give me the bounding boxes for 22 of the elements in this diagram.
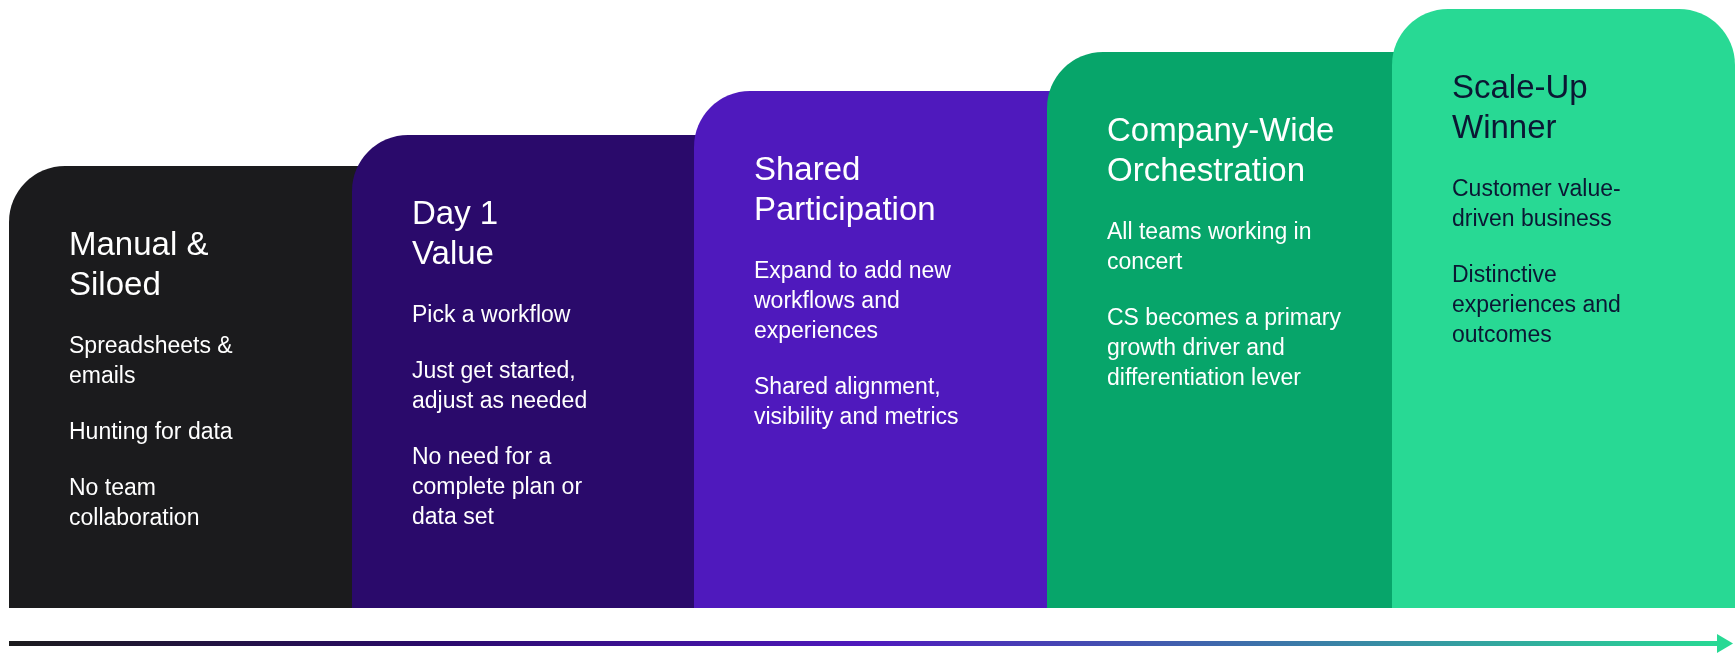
stage-title: Manual & Siloed bbox=[69, 224, 210, 304]
stage-description: Expand to add new workflows and experiences bbox=[754, 256, 952, 345]
stage-description: Pick a workflow bbox=[412, 300, 572, 330]
stage-description: Distinctive experiences and outcomes bbox=[1452, 259, 1622, 349]
stage-description: Just get started, adjust as needed bbox=[412, 356, 589, 415]
stage-title: Scale-Up Winner bbox=[1452, 67, 1589, 147]
stage-card bbox=[1047, 52, 1392, 608]
stage-description: All teams working in concert bbox=[1107, 217, 1313, 277]
stage-description: Customer value-driven business bbox=[1452, 174, 1622, 234]
stage-card bbox=[1392, 9, 1735, 608]
stage-description: CS becomes a primary growth driver and differentiation lever bbox=[1107, 302, 1342, 392]
stage-description: Spreadsheets & emails bbox=[69, 331, 234, 391]
stage-title: Shared Participation bbox=[754, 149, 937, 229]
stage-description: No team collaboration bbox=[69, 472, 201, 532]
stage-title: Day 1 Value bbox=[412, 193, 500, 273]
stage-description: No need for a complete plan or data set bbox=[412, 441, 584, 531]
stage-description: Hunting for data bbox=[69, 416, 234, 446]
stage-card bbox=[9, 166, 352, 608]
stage-description: Shared alignment, visibility and metrics bbox=[754, 371, 960, 431]
stage-title: Company-Wide Orchestration bbox=[1107, 110, 1336, 190]
stage-card bbox=[694, 91, 1047, 608]
stage-card bbox=[352, 135, 694, 608]
